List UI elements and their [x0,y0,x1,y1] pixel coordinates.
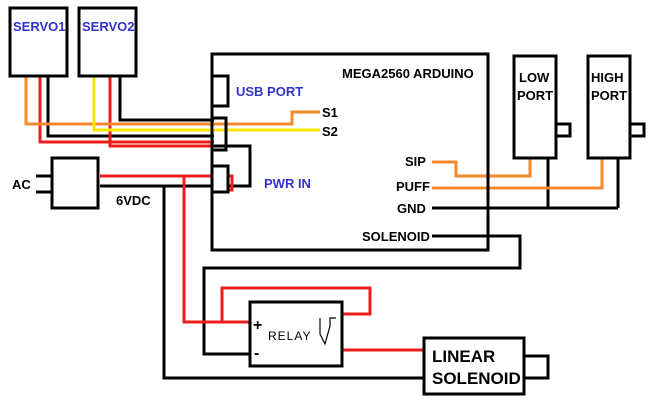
black-wires [36,76,620,380]
red-wires [38,76,424,352]
arduino-label: MEGA2560 ARDUINO [342,66,474,81]
solenoid-label-line2: SOLENOID [432,369,521,388]
supply-ground-wire [162,186,424,380]
solenoid-pin-label: SOLENOID [362,229,430,244]
usb-port-label: USB PORT [236,84,303,99]
arduino-board: MEGA2560 ARDUINO USB PORT PWR IN [210,52,490,252]
solenoid-label-line1: LINEAR [432,347,495,366]
high-port-sensor: HIGH PORT [586,54,646,160]
yellow-wires [92,76,320,132]
high-port-label-line1: HIGH [591,70,624,85]
relay-plus-wire [182,176,250,324]
high-port-nozzle [628,122,646,138]
s1-pin-label: S1 [322,105,338,120]
s2-pin-label: S2 [322,124,338,139]
solenoid-signal-wire [202,234,522,356]
linear-solenoid: LINEAR SOLENOID [422,336,550,396]
solenoid-plunger [522,354,550,380]
servo2-box: SERVO2 [77,6,138,78]
servo2-power-wire [108,76,214,148]
power-supply-box [50,156,100,210]
power-jack-connector [210,164,230,194]
servo-header-connector [210,116,228,152]
relay-box: + - RELAY [248,300,344,368]
relay-minus-sign: - [254,345,259,362]
servo1-box: SERVO1 [8,6,69,78]
puff-pin-label: PUFF [396,179,430,194]
ground-bus-wire [100,144,252,188]
low-port-label-line1: LOW [519,70,550,85]
servo1-label: SERVO1 [13,19,66,34]
sip-wire [432,158,532,178]
servo1-power-wire [38,76,214,144]
servo1-ground-wire [46,76,214,138]
relay-switch-symbol [319,317,336,346]
relay-loop-wire [220,286,372,322]
low-port-sensor: LOW PORT [512,54,572,160]
relay-plus-sign: + [253,317,262,334]
servo2-label: SERVO2 [82,19,135,34]
s1-wire [24,76,320,126]
high-port-label-line2: PORT [591,88,627,103]
sip-pin-label: SIP [405,154,426,169]
relay-label: RELAY [268,329,311,343]
supply-voltage-label: 6VDC [116,193,151,208]
pwr-in-label: PWR IN [264,176,311,191]
low-port-nozzle [554,122,572,138]
ac-label: AC [12,177,31,192]
usb-port-connector [210,74,230,108]
low-port-label-line2: PORT [517,88,553,103]
gnd-pin-label: GND [397,201,426,216]
servo2-ground-wire [118,76,214,122]
s2-wire [92,76,320,132]
